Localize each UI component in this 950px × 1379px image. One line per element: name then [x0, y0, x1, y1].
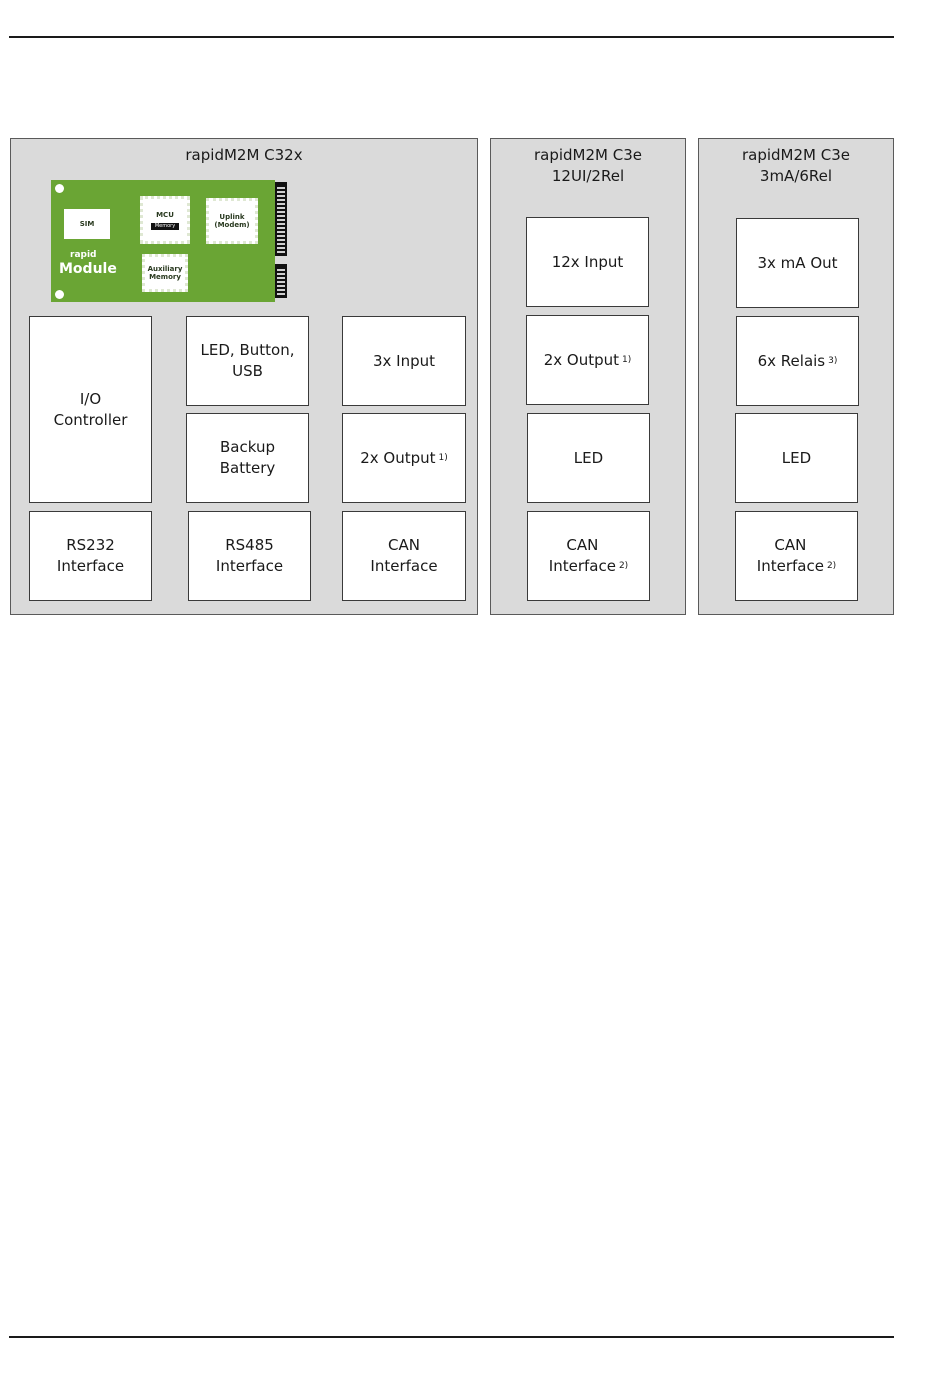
output-label: 2x Output — [360, 448, 436, 467]
uplink-chip: Uplink (Modem) — [206, 198, 258, 244]
brand-module: Module — [59, 261, 117, 277]
brand-rapid: rapid — [70, 250, 97, 260]
box-rs485-interface: RS485 Interface — [188, 511, 311, 601]
panel-title-c3e-12ui: rapidM2M C3e 12UI/2Rel — [533, 146, 642, 185]
module-pcb: SIM MCU Memory Uplink (Modem) Auxiliary … — [51, 180, 275, 302]
box-3x-ma-out: 3x mA Out — [736, 218, 859, 308]
box-can-interface-c32x: CAN Interface — [342, 511, 466, 601]
panel-title-c3e-3ma: rapidM2M C3e 3mA/6Rel — [741, 146, 850, 185]
box-3x-input: 3x Input — [342, 316, 466, 406]
connector-lower — [275, 264, 287, 298]
box-led-button-usb: LED, Button, USB — [186, 316, 309, 406]
connector-upper — [275, 182, 287, 256]
box-rs232-interface: RS232 Interface — [29, 511, 152, 601]
box-led-c3e-3ma: LED — [735, 413, 858, 503]
mount-hole-top — [55, 184, 64, 193]
mcu-chip: MCU Memory — [140, 196, 190, 244]
auxiliary-memory-chip: Auxiliary Memory — [142, 254, 188, 292]
can-label: CAN Interface — [548, 536, 616, 575]
mcu-label: MCU — [156, 210, 174, 219]
relais-label: 6x Relais — [757, 351, 826, 370]
sim-chip: SIM — [64, 209, 110, 239]
box-io-controller: I/O Controller — [29, 316, 152, 503]
bottom-rule — [9, 1336, 894, 1338]
box-backup-battery: Backup Battery — [186, 413, 309, 503]
memory-tag: Memory — [150, 222, 180, 230]
module-board: SIM MCU Memory Uplink (Modem) Auxiliary … — [51, 180, 287, 302]
top-rule — [9, 36, 894, 38]
panel-title-c32x: rapidM2M C32x — [185, 146, 303, 164]
can-label: CAN Interface — [756, 536, 824, 575]
output-label: 2x Output — [543, 350, 620, 369]
box-led-c3e-12ui: LED — [527, 413, 650, 503]
mount-hole-bottom — [55, 290, 64, 299]
box-12x-input: 12x Input — [526, 217, 649, 307]
